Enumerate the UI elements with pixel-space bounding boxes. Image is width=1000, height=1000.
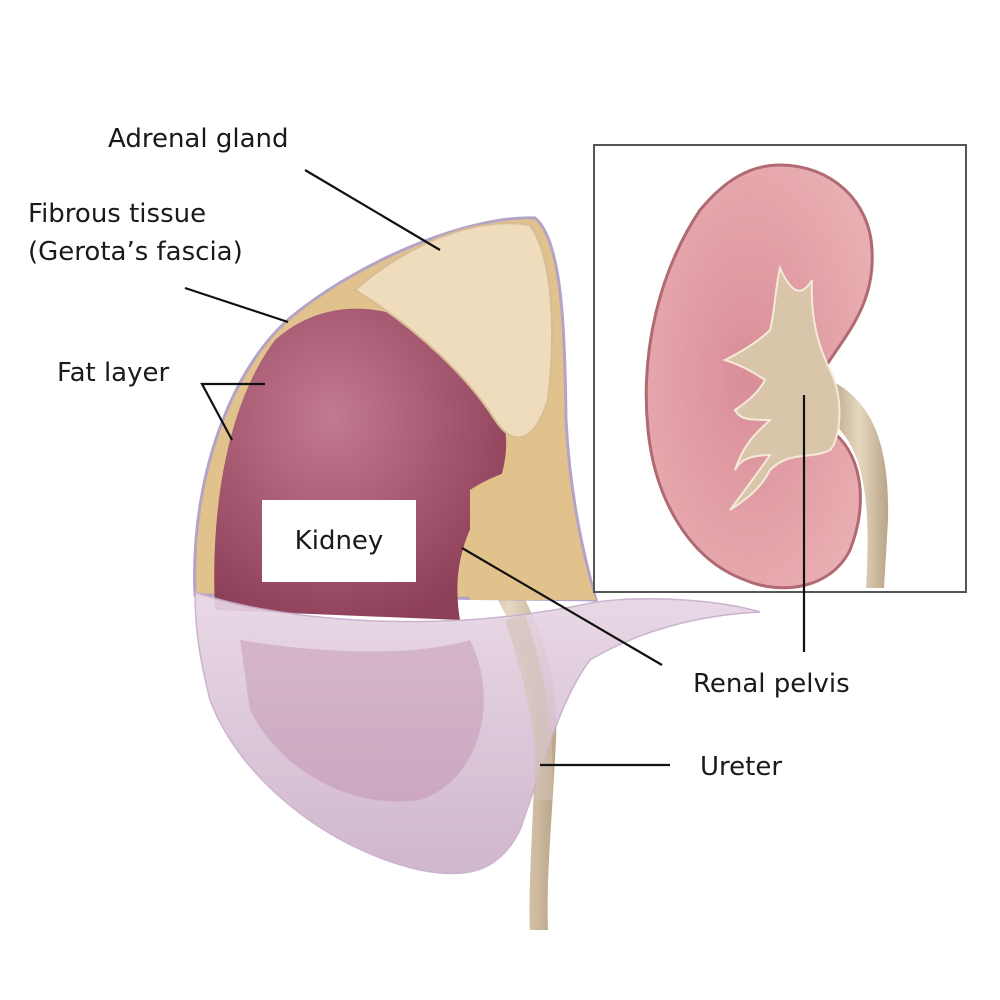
inset-pelvis (722, 264, 841, 511)
leader-lines (184, 169, 806, 767)
label-fat-layer: Fat layer (57, 358, 170, 388)
fat-patch (470, 466, 596, 600)
renal-pelvis-leader (461, 547, 663, 666)
label-fibrous-tissue: Fibrous tissue (28, 199, 207, 229)
adrenal-leader (304, 169, 441, 251)
adrenal-gland-shape (353, 222, 554, 439)
label-gerotas-fascia: (Gerota’s fascia) (28, 237, 243, 267)
label-adrenal-gland: Adrenal gland (108, 124, 289, 154)
label-renal-pelvis: Renal pelvis (693, 669, 850, 699)
fascia-sac (194, 590, 761, 875)
label-kidney: Kidney (262, 500, 416, 582)
fibrous-leader (184, 286, 289, 324)
label-ureter: Ureter (700, 752, 783, 782)
ureter-through-fascia (505, 615, 553, 800)
inset-ureter (830, 380, 889, 588)
kidney-through-fascia (240, 640, 484, 802)
fat-leader (200, 382, 265, 441)
